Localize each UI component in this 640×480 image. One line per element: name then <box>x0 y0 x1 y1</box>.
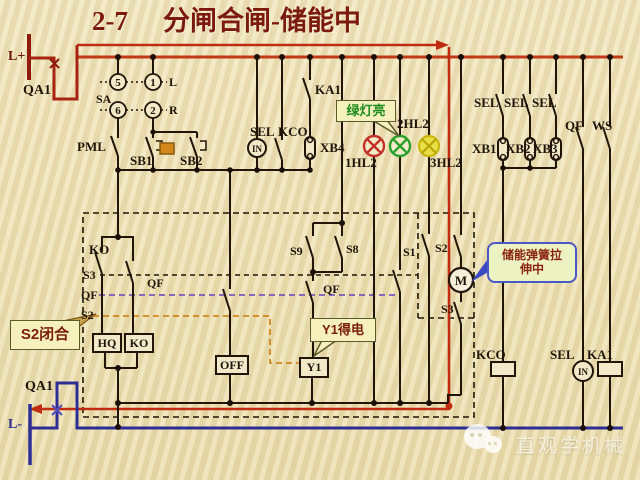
label-qa1-top: QA1 <box>23 83 51 98</box>
kco-contact <box>274 57 283 170</box>
label-sb2: SB2 <box>180 153 203 168</box>
svg-text:6: 6 <box>115 105 121 117</box>
label-s8: S8 <box>346 242 359 256</box>
lamp-3hl2-icon <box>417 134 441 158</box>
label-qf-top: QF <box>565 118 584 133</box>
svg-text:M: M <box>455 273 467 288</box>
xb4-fuse-icon <box>304 136 316 160</box>
label-s3-link: S3 <box>83 268 96 282</box>
label-sb1: SB1 <box>130 153 153 168</box>
sel-in-relay-icon: IN <box>247 138 267 158</box>
label-sa: SA <box>96 92 112 106</box>
label-sa-l: L <box>169 75 178 89</box>
label-sel-mid: SEL <box>250 124 275 139</box>
label-qa1-bottom: QA1 <box>25 379 53 394</box>
qa1-top-breaker <box>27 34 79 101</box>
pml-switch <box>110 135 119 170</box>
kco-coil <box>490 361 516 377</box>
lamp-1hl2-icon <box>362 134 386 158</box>
lamp-columns <box>373 57 430 403</box>
watermark: 直观学机械 <box>464 424 626 464</box>
label-ws: WS <box>592 118 613 133</box>
ka1-coil <box>597 361 623 377</box>
label-xb3: XB3 <box>533 141 558 156</box>
xb-fuse-icons <box>497 137 562 161</box>
label-s2-motor: S2 <box>435 241 448 255</box>
green-lamp-callout: 绿灯亮 <box>336 100 396 122</box>
page-title: 分闸合闸-储能中 <box>163 6 361 36</box>
motor-column <box>447 57 462 403</box>
ko-coil: KO <box>124 333 154 353</box>
label-2hl2: 2HL2 <box>397 116 429 131</box>
svg-text:IN: IN <box>252 144 263 154</box>
interlock-dashed-box <box>82 212 475 418</box>
green-callout-pointer <box>369 119 400 137</box>
spring-callout-line1: 储能弹簧拉 <box>501 247 562 262</box>
label-pml: PML <box>77 139 106 154</box>
label-l-plus: L+ <box>8 49 26 64</box>
s2-closed-callout: S2闭合 <box>10 320 80 350</box>
label-ka1-top: KA1 <box>315 82 341 97</box>
hq-coil: HQ <box>92 333 122 353</box>
button-cap-icon <box>159 142 175 155</box>
y1-energized-callout: Y1得电 <box>310 318 376 342</box>
label-ka1-bottom: KA1 <box>587 347 613 362</box>
label-s1: S1 <box>403 245 416 259</box>
s9-s8-branch <box>305 57 343 403</box>
label-kco-bottom: KCO <box>476 347 506 362</box>
page-title-number: 2-7 <box>92 6 128 36</box>
label-qf-right-branch: QF <box>147 276 164 290</box>
spring-callout-pointer <box>471 256 490 282</box>
label-s3-motor: S3 <box>441 302 454 316</box>
label-ko-contact: KO <box>89 242 110 257</box>
y1-coil: Y1 <box>299 357 329 378</box>
qa1-bottom-breaker <box>28 381 623 465</box>
label-sel2: SEL <box>504 95 529 110</box>
sel-in-bottom-icon: IN <box>572 360 594 382</box>
label-1hl2: 1HL2 <box>345 155 377 170</box>
label-xb1: XB1 <box>472 141 497 156</box>
s2-y1-link-dashed <box>93 315 299 364</box>
motor-icon: M <box>447 266 475 294</box>
label-s2-link: S2 <box>81 308 94 322</box>
label-xb2: XB2 <box>506 141 531 156</box>
label-l-minus: L- <box>8 417 22 432</box>
label-sel1: SEL <box>474 95 499 110</box>
spring-charging-callout: 储能弹簧拉 伸中 <box>487 242 577 283</box>
svg-text:2: 2 <box>150 105 156 117</box>
label-sa-r: R <box>169 103 178 117</box>
svg-text:IN: IN <box>578 367 589 377</box>
junction-dots <box>115 54 613 431</box>
label-s9: S9 <box>290 244 303 258</box>
label-sel-bottom: SEL <box>550 347 575 362</box>
sa-selector <box>100 57 197 138</box>
qf-ws-columns <box>575 57 611 428</box>
label-3hl2: 3HL2 <box>430 155 462 170</box>
sa-contact-circles: 5 1 6 2 <box>109 73 162 119</box>
qf-off-column <box>222 170 231 403</box>
lamp-2hl2-icon <box>388 134 412 158</box>
y1-callout-pointer <box>313 339 340 357</box>
watermark-text: 直观学机械 <box>516 435 627 457</box>
label-xb4: XB4 <box>320 140 345 155</box>
ko-qf-branch <box>94 170 138 427</box>
current-flow-path <box>29 40 453 414</box>
label-kco-mid: KCO <box>278 124 308 139</box>
svg-text:5: 5 <box>115 77 121 89</box>
label-qf-link: QF <box>81 288 98 302</box>
svg-text:1: 1 <box>150 77 156 89</box>
label-qf-mid: QF <box>323 282 340 296</box>
off-coil: OFF <box>215 355 249 375</box>
label-sel3: SEL <box>532 95 557 110</box>
wechat-icon <box>464 424 508 464</box>
spring-callout-line2: 伸中 <box>519 261 544 276</box>
